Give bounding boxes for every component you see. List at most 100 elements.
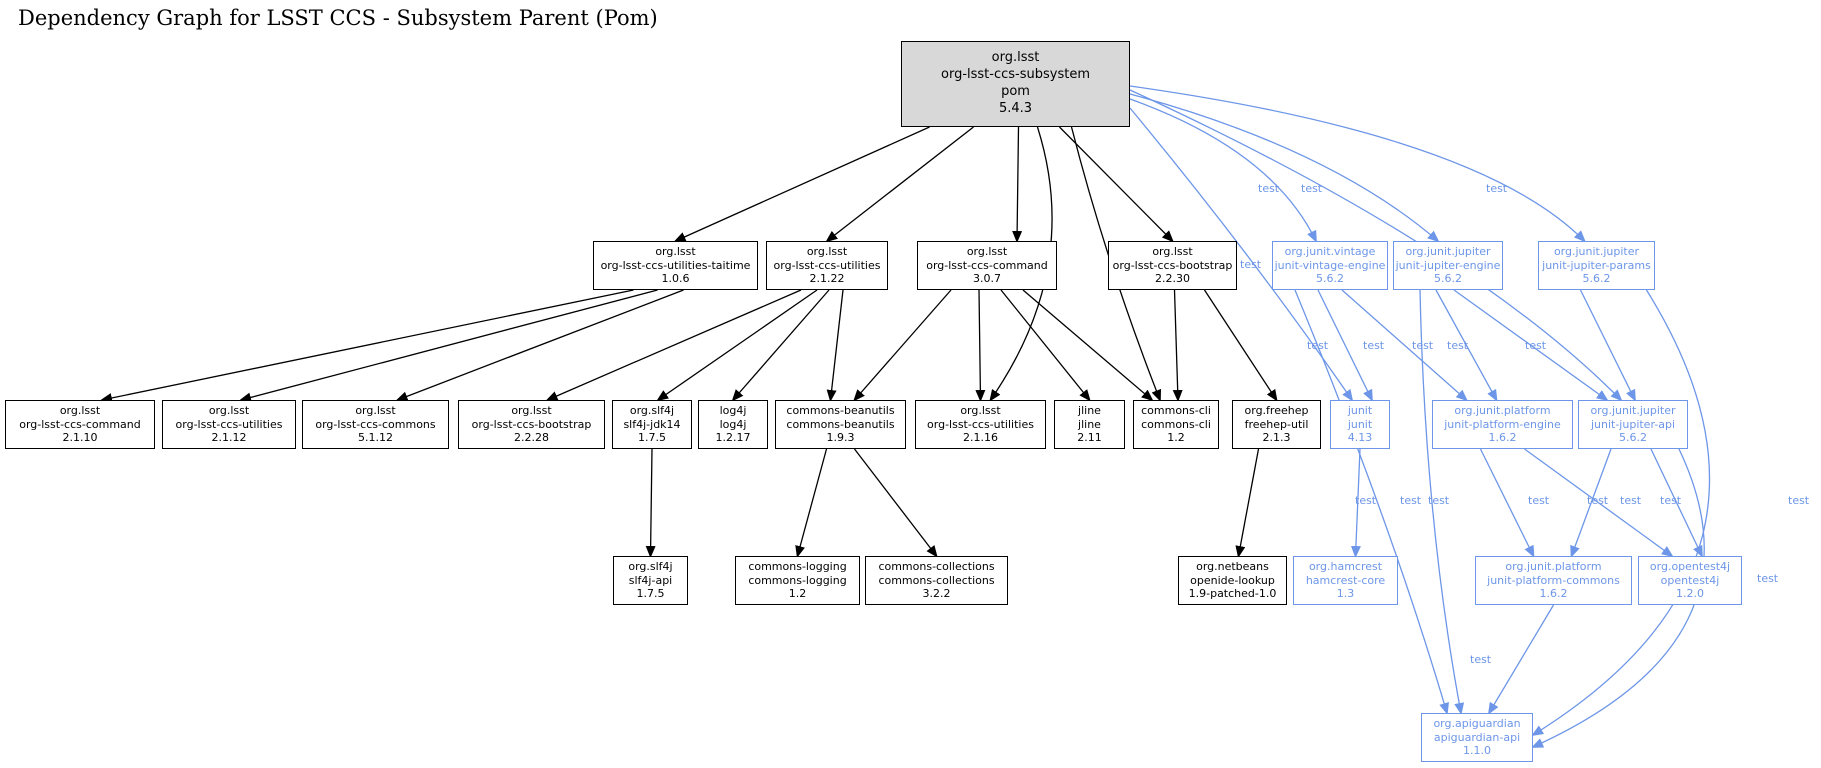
edge-util2122-beanutils: [826, 289, 844, 402]
node-text-line: 2.1.12: [211, 431, 247, 445]
node-text-line: org.lsst: [208, 403, 250, 417]
node-text-line: junit-jupiter-params: [1542, 258, 1651, 272]
edge-label-test: test: [1258, 182, 1280, 195]
node-text-line: org-lsst-ccs-utilities: [773, 258, 881, 272]
node-text-line: 3.0.7: [973, 272, 1001, 286]
edge-label-test: test: [1757, 572, 1779, 585]
node-text-line: org.lsst: [960, 403, 1001, 417]
node-text-line: apiguardian-api: [1433, 730, 1521, 744]
node-text-line: org-lsst-ccs-bootstrap: [1112, 258, 1233, 272]
node-text-line: slf4j-api: [628, 573, 673, 587]
node-text-line: 1.2: [1167, 431, 1185, 445]
edge-util2122-slf4jjdk: [656, 289, 818, 402]
node-text-line: org-lsst-ccs-utilities: [175, 417, 283, 431]
edge-vintage-apiguardian: [1294, 289, 1449, 715]
edge-root-vintage: [1129, 98, 1317, 243]
node-text-line: commons-cli: [1141, 417, 1211, 431]
node-text-line: org.junit.platform: [1454, 403, 1551, 417]
edge-root-cmd307: [1012, 126, 1023, 243]
node-text-line: org.lsst: [1152, 244, 1193, 258]
node-text-line: junit-platform-commons: [1487, 573, 1620, 587]
node-text-line: 2.1.22: [809, 272, 845, 286]
edge-taitime-commons5112: [395, 289, 684, 402]
node-text-line: 1.6.2: [1488, 431, 1517, 445]
edge-label-test: test: [1660, 494, 1682, 507]
edge-beanutils-commonslogging: [795, 448, 828, 558]
edge-label-test: test: [1486, 182, 1508, 195]
node-text-line: 5.6.2: [1434, 272, 1462, 286]
edge-root-boot2230: [1059, 126, 1174, 243]
node-text-line: org.junit.platform: [1505, 559, 1602, 573]
edge-label-test: test: [1587, 494, 1609, 507]
node-text-line: junit: [1347, 403, 1373, 417]
node-text-line: org.opentest4j: [1649, 559, 1731, 573]
node-text-line: 1.2: [788, 587, 807, 601]
edge-jupparams-jupapi: [1579, 289, 1636, 402]
node-text-line: jline: [1078, 403, 1101, 417]
node-text-line: org-lsst-ccs-subsystem: [941, 67, 1090, 83]
edge-platformeng-opentest4j: [1524, 448, 1674, 558]
edge-jupeng-apiguardian: [1419, 289, 1465, 715]
node-text-line: commons-logging: [748, 573, 847, 587]
edge-label-test: test: [1301, 182, 1323, 195]
edge-vintage-platformeng: [1341, 289, 1468, 402]
node-text-line: 1.1.0: [1463, 744, 1491, 758]
node-text-line: opentest4j: [1660, 573, 1720, 587]
node-text-line: hamcrest-core: [1305, 573, 1386, 587]
edge-label-test: test: [1525, 339, 1547, 352]
edge-label-test: test: [1428, 494, 1450, 507]
edge-junit413-hamcrest: [1350, 448, 1361, 558]
node-text-line: org.lsst: [511, 403, 552, 417]
node-text-line: 5.1.12: [358, 431, 393, 445]
node-text-line: org.junit.jupiter: [1553, 244, 1640, 258]
node-text-line: slf4j-jdk14: [623, 417, 681, 431]
edge-root-jupparams: [1129, 85, 1586, 243]
edge-util2122-boot2228: [545, 289, 802, 401]
node-text-line: org.lsst: [355, 403, 396, 417]
edge-label-test: test: [1363, 339, 1385, 352]
edge-slf4jjdk-slf4japi: [645, 448, 656, 558]
node-text-line: commons-collections: [878, 573, 995, 587]
edge-jupapi-opentest4j: [1650, 448, 1703, 558]
node-text-line: commons-beanutils: [786, 417, 895, 431]
node-text-line: org-lsst-ccs-utilities-taitime: [600, 258, 751, 272]
node-text-line: org-lsst-ccs-commons: [315, 417, 436, 431]
node-text-line: 2.1.3: [1262, 431, 1291, 445]
edge-jupparams-apiguardian: [1531, 289, 1711, 737]
edge-cmd307-commonscli: [1022, 289, 1154, 402]
node-text-line: org.lsst: [655, 244, 696, 258]
node-text-line: org.lsst: [59, 403, 101, 417]
edge-cmd307-beanutils: [853, 289, 952, 402]
